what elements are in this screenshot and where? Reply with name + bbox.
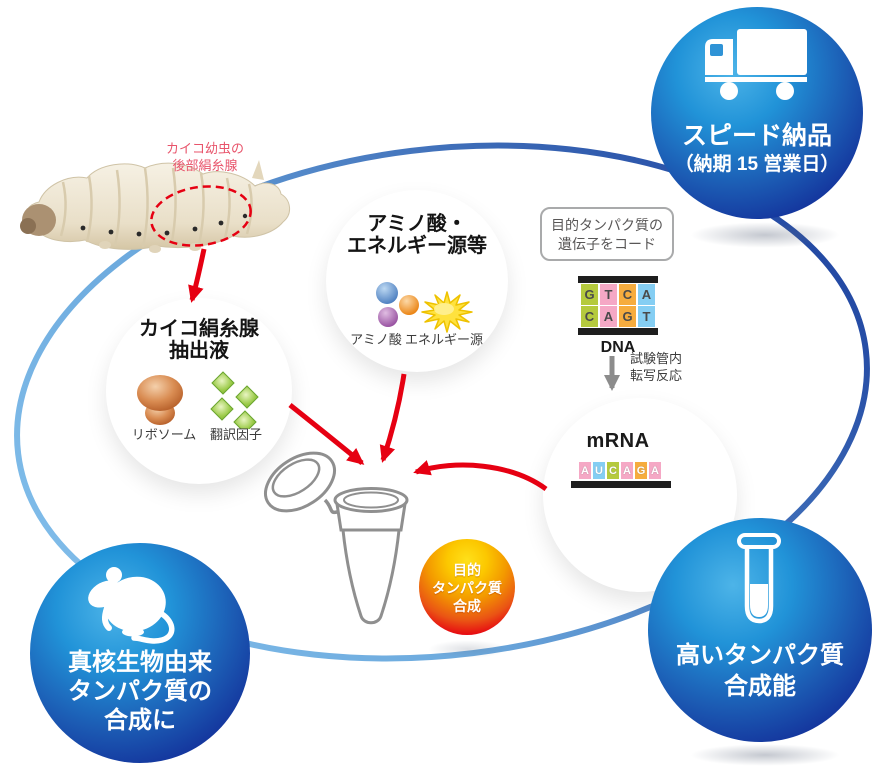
ribosome-icon — [137, 375, 183, 425]
gene-note-box: 目的タンパク質の 遺伝子をコード — [540, 207, 674, 261]
dna-base: G — [619, 306, 636, 327]
mrna-sequence: A U C A G A — [579, 462, 661, 479]
transcription-label-line2: 転写反応 — [630, 368, 683, 383]
nutrient-title-line2: エネルギー源等 — [347, 235, 487, 257]
dna-strand-bottom: C A G T — [581, 306, 655, 327]
test-tube-icon — [737, 533, 781, 624]
silk-gland-extract-circle: カイコ絹糸腺 抽出液 リボソーム 翻 — [106, 298, 292, 484]
dna-backbone-bar — [578, 328, 658, 335]
gene-note-line2: 遺伝子をコード — [558, 236, 656, 252]
dna-base: T — [600, 284, 617, 305]
transcription-label-line1: 試験管内 — [630, 351, 683, 366]
mrna-base: U — [593, 462, 605, 479]
amino-energy-circle: アミノ酸・ エネルギー源等 アミノ酸 エネルギー源 — [326, 190, 508, 372]
amino-acid-spheres-icon — [376, 282, 419, 327]
dna-base: A — [600, 306, 617, 327]
feature-yield-circle: 高いタンパク質 合成能 — [648, 518, 872, 742]
speed-line1: スピード納品 — [681, 122, 832, 150]
microtube-icon — [264, 451, 409, 625]
mrna-base: C — [607, 462, 619, 479]
dna-base: C — [581, 306, 598, 327]
gene-note-line1: 目的タンパク質の — [551, 217, 663, 233]
eukaryote-line2: タンパク質の — [68, 678, 212, 705]
posterior-gland-dashed-ellipse — [150, 185, 252, 247]
speed-circle-shadow — [690, 222, 840, 248]
speed-line2: （納期 15 営業日） — [674, 154, 840, 175]
badge-line3: 合成 — [453, 598, 481, 614]
dna-base: T — [638, 306, 655, 327]
silkworm-caption-line2: 後部絹糸腺 — [172, 158, 238, 173]
energy-burst-icon — [421, 291, 473, 333]
energy-source-label: エネルギー源 — [404, 332, 483, 347]
dna-label: DNA — [600, 339, 636, 356]
silkworm-caption-line1: カイコ幼虫の — [165, 141, 244, 156]
translation-factors-icon — [210, 371, 259, 429]
feature-speed-circle: スピード納品 （納期 15 営業日） — [651, 7, 863, 219]
transcription-label: 試験管内 転写反応 — [630, 350, 702, 384]
badge-line2: タンパク質 — [432, 580, 502, 596]
mrna-base: A — [649, 462, 661, 479]
extract-title-line2: 抽出液 — [169, 340, 229, 362]
feature-eukaryote-circle: 真核生物由来 タンパク質の 合成に — [30, 543, 250, 763]
dna-base: C — [619, 284, 636, 305]
ribosome-label: リボソーム — [131, 427, 197, 442]
mrna-base: G — [635, 462, 647, 479]
translation-factors-label: 翻訳因子 — [209, 427, 262, 442]
nutrient-title-line1: アミノ酸・ — [367, 213, 467, 235]
badge-shadow — [428, 640, 508, 658]
yield-line2: 合成能 — [724, 673, 796, 700]
dna-base: A — [638, 284, 655, 305]
eukaryote-line1: 真核生物由来 — [68, 649, 212, 676]
mrna-base: A — [579, 462, 591, 479]
yield-circle-shadow — [690, 744, 840, 766]
mouse-icon — [88, 567, 175, 644]
truck-icon — [705, 29, 807, 100]
dna-strand-top: G T C A — [581, 284, 655, 305]
mrna-backbone-bar — [571, 481, 671, 488]
target-protein-badge: 目的 タンパク質 合成 — [419, 539, 515, 635]
mrna-label: mRNA — [586, 430, 650, 452]
eukaryote-line3: 合成に — [104, 707, 176, 734]
mrna-base: A — [621, 462, 633, 479]
dna-strand-graphic: G T C A C A G T — [578, 276, 658, 335]
dna-backbone-bar — [578, 276, 658, 283]
badge-line1: 目的 — [453, 562, 481, 578]
yield-line1: 高いタンパク質 — [676, 642, 844, 669]
extract-title-line1: カイコ絹糸腺 — [139, 318, 259, 340]
dna-base: G — [581, 284, 598, 305]
silkworm-caption: カイコ幼虫の 後部絹糸腺 — [146, 140, 264, 174]
amino-acid-label: アミノ酸 — [350, 332, 402, 347]
